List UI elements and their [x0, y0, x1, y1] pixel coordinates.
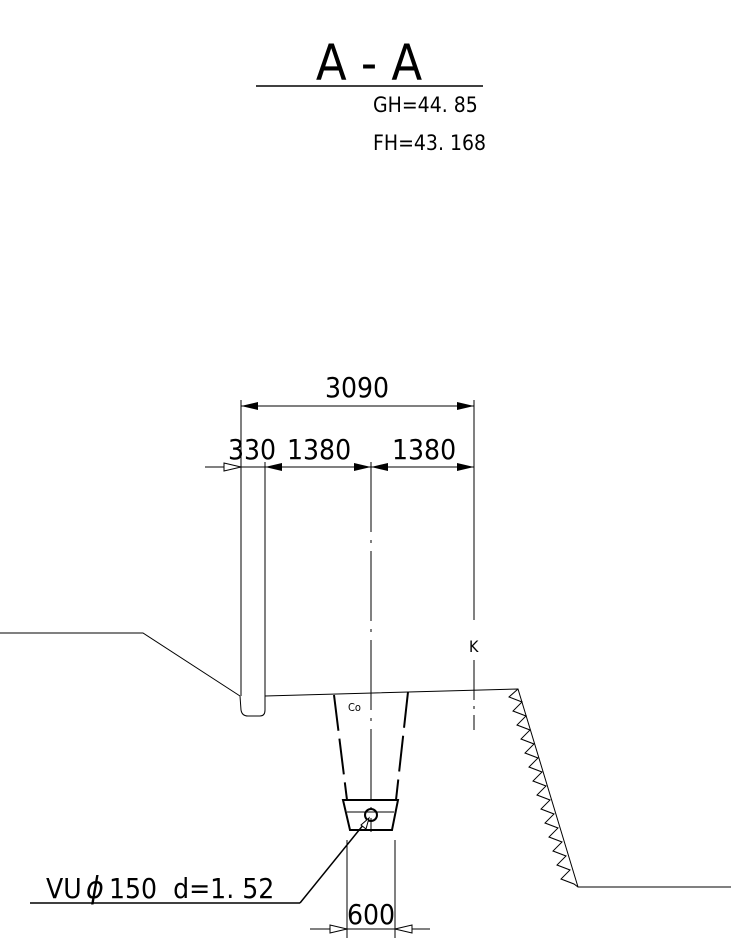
pipe-circle [364, 808, 378, 822]
ground-height-label: GH=44. 85 [373, 93, 478, 117]
concrete-label: Co [348, 701, 361, 714]
formation-height-label: FH=43. 168 [373, 131, 486, 155]
title-block: A - A GH=44. 85 FH=43. 168 [256, 34, 486, 155]
ground-profile [0, 632, 731, 888]
dimension-right-text: 1380 [392, 433, 456, 466]
pipe-label-phi: ϕ [86, 871, 104, 906]
pipe-label-rest: 150 d=1. 52 [109, 872, 274, 905]
dimension-overall: 3090 [241, 371, 474, 410]
pipe-callout: VU ϕ 150 d=1. 52 [30, 816, 370, 906]
dimension-left-small-text: 330 [228, 433, 276, 466]
dimension-chain: 330 1380 1380 [205, 433, 474, 472]
slope-hatch [508, 688, 579, 888]
pipe-bedding [341, 799, 400, 831]
extension-lines [240, 400, 475, 730]
dimension-bottom: 600 [310, 840, 430, 938]
dimension-overall-text: 3090 [325, 371, 389, 404]
marker-k-label: K [469, 637, 479, 656]
trench: Co [333, 691, 409, 831]
dimension-left-text: 1380 [287, 433, 351, 466]
section-title: A - A [316, 34, 423, 92]
dimension-bottom-text: 600 [347, 898, 395, 931]
pipe-label-prefix: VU [46, 872, 82, 905]
